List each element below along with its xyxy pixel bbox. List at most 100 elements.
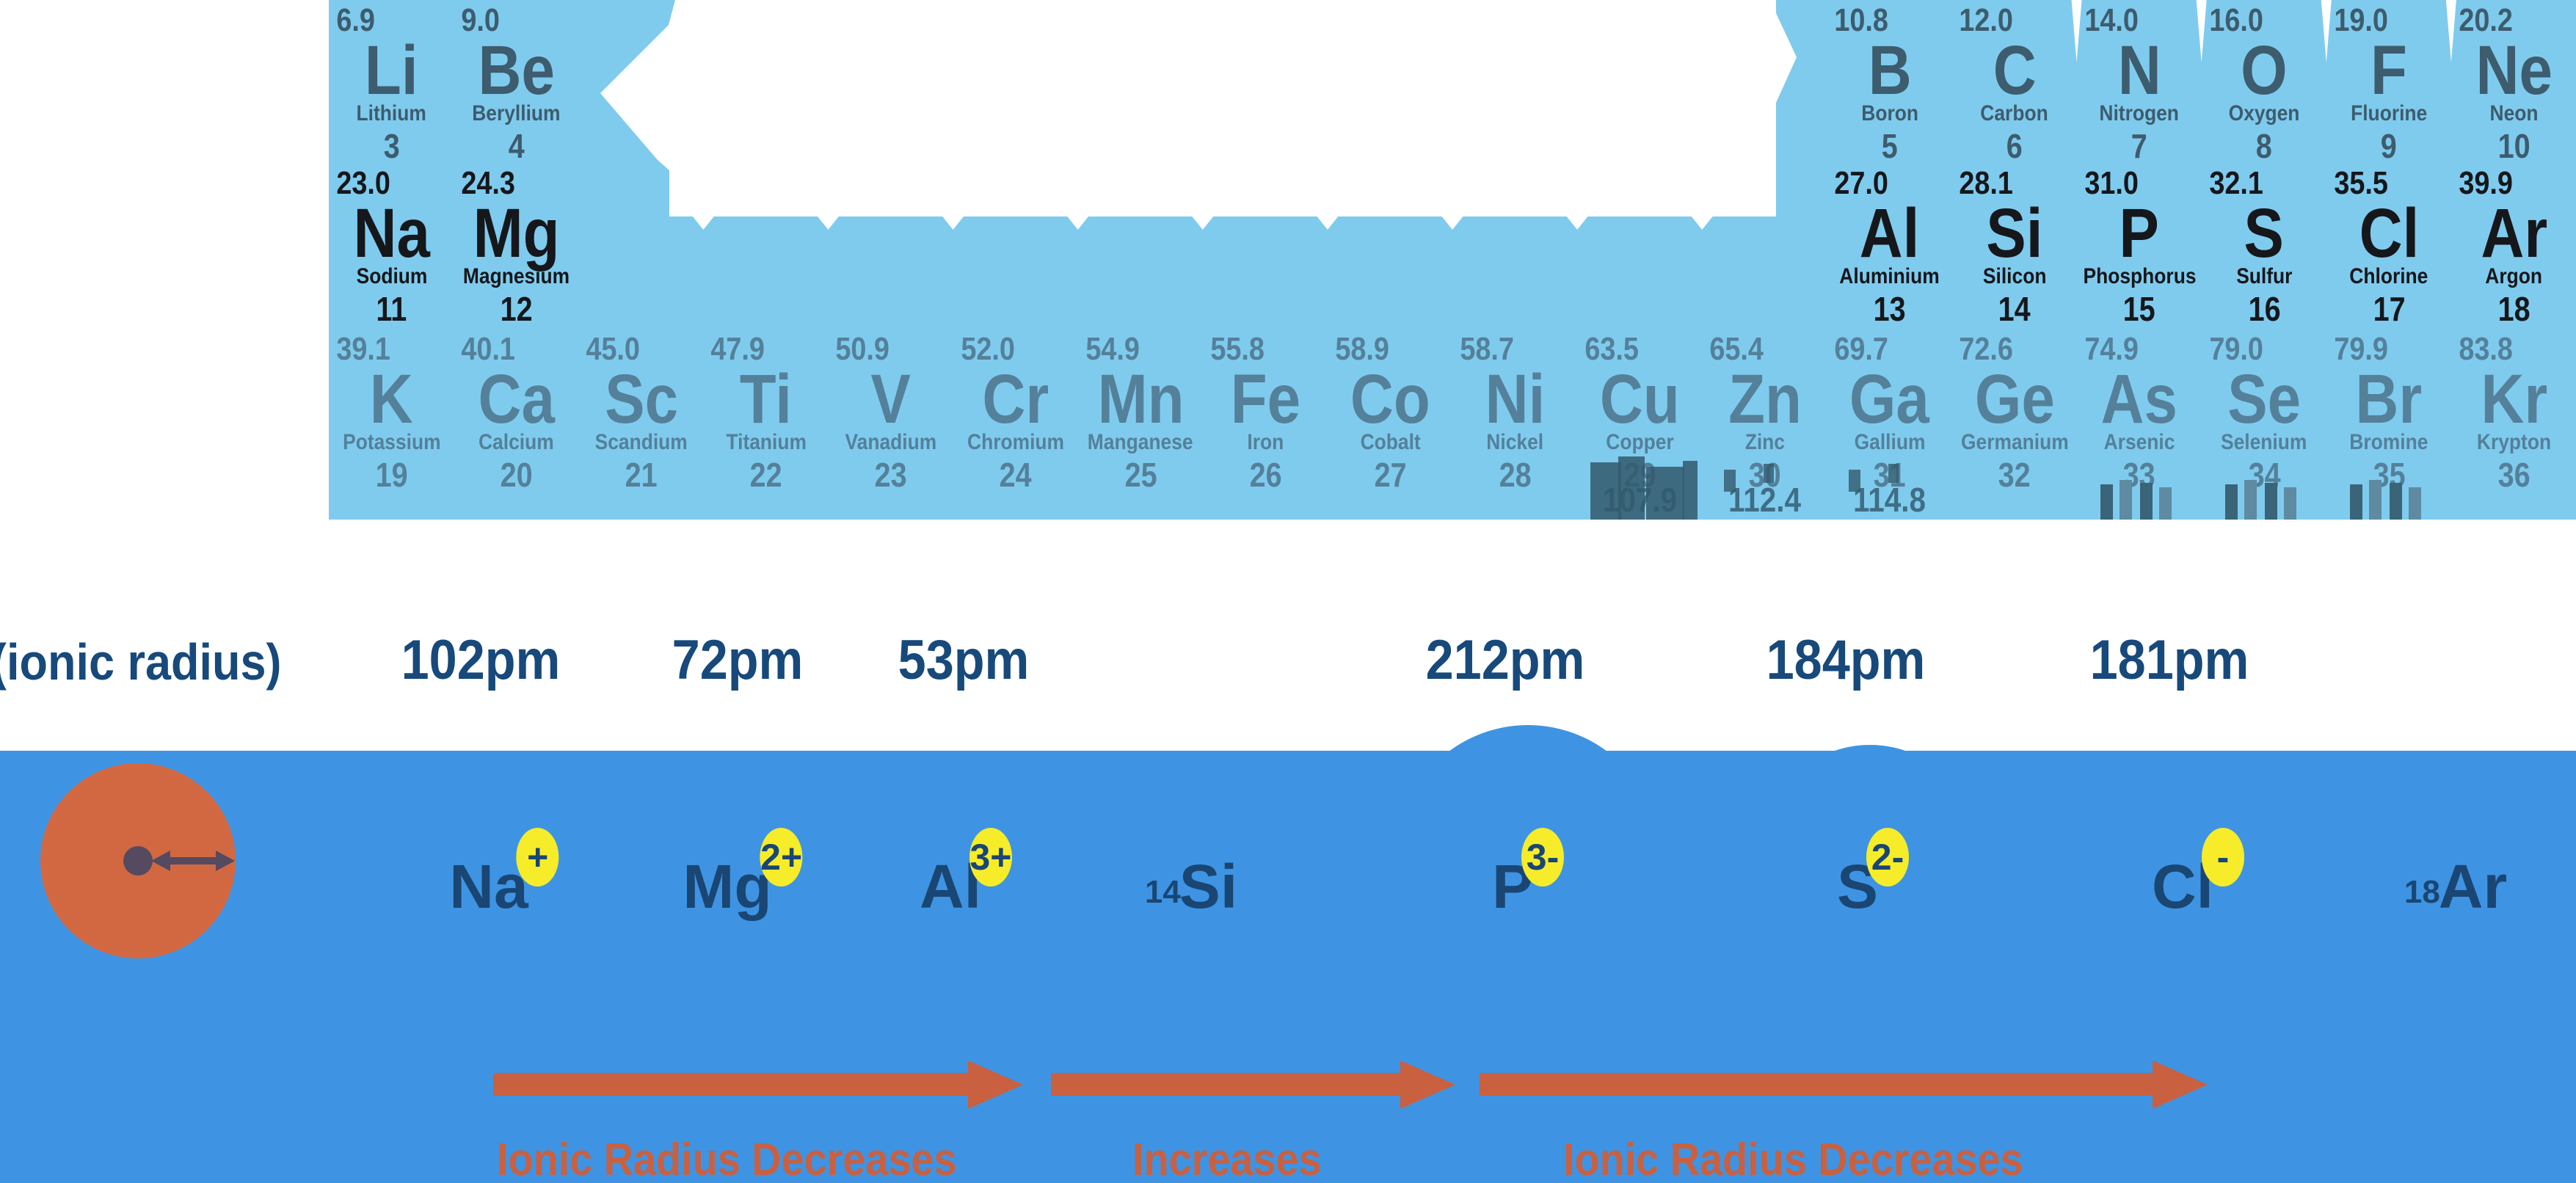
clipped-glyph-bar bbox=[2408, 487, 2421, 520]
element-name: Nickel bbox=[1486, 430, 1544, 454]
element-num: 17 bbox=[2373, 290, 2406, 328]
element-num: 24 bbox=[1000, 456, 1033, 494]
element-mass: 28.1 bbox=[1959, 165, 2014, 201]
column-separator-notch bbox=[2321, 0, 2332, 62]
element-mass: 55.8 bbox=[1210, 331, 1265, 367]
element-num: 8 bbox=[2256, 127, 2273, 165]
radius-arrowhead-left bbox=[151, 851, 170, 871]
column-separator-notch bbox=[2445, 0, 2456, 62]
element-sym: P bbox=[2119, 194, 2160, 272]
element-mass: 6.9 bbox=[336, 2, 375, 38]
element-sym: Li bbox=[365, 32, 418, 109]
element-num: 26 bbox=[1249, 456, 1282, 494]
element-name: Beryllium bbox=[472, 101, 561, 125]
radius-arrowhead-right bbox=[216, 851, 235, 871]
cutout-notch bbox=[816, 215, 840, 230]
trend-arrow-shaft bbox=[1480, 1073, 2153, 1096]
element-sym: C bbox=[1993, 32, 2037, 109]
column-separator-notch bbox=[2071, 0, 2082, 62]
cutout-notch bbox=[941, 215, 965, 230]
element-name: Manganese bbox=[1088, 430, 1194, 454]
clipped-glyph-bar bbox=[2244, 480, 2257, 520]
clipped-glyph bbox=[1618, 456, 1645, 520]
element-mass: 12.0 bbox=[1959, 2, 2014, 38]
element-mass: 79.0 bbox=[2208, 331, 2263, 367]
element-sym: Ni bbox=[1485, 360, 1546, 438]
element-num: 14 bbox=[1998, 290, 2031, 328]
element-mass: 16.0 bbox=[2208, 2, 2263, 38]
element-sym: V bbox=[870, 360, 912, 438]
element-name: Cobalt bbox=[1360, 430, 1421, 454]
element-mass: 74.9 bbox=[2084, 331, 2139, 367]
element-sym: Br bbox=[2355, 360, 2423, 438]
ion-Na: Na+ bbox=[449, 828, 559, 917]
element-sym: Ti bbox=[740, 360, 793, 438]
element-sym: Mg bbox=[473, 194, 560, 272]
charge-badge: 2- bbox=[1866, 828, 1910, 887]
element-name: Copper bbox=[1606, 430, 1674, 454]
element-sym: Al bbox=[1859, 194, 1920, 272]
clipped-glyph-bar bbox=[2119, 480, 2132, 520]
ion-symbol: Na bbox=[449, 852, 528, 921]
element-sym: Zn bbox=[1728, 360, 1802, 438]
radius-center-dot bbox=[123, 846, 153, 876]
element-name: Argon bbox=[2485, 264, 2543, 288]
trend-label: Increases bbox=[1132, 1135, 1322, 1183]
element-name: Sulfur bbox=[2236, 264, 2293, 288]
element-sym: Be bbox=[478, 32, 555, 109]
element-name: Selenium bbox=[2221, 430, 2307, 454]
element-num: 5 bbox=[1881, 127, 1898, 165]
trend-arrow-shaft bbox=[1051, 1073, 1400, 1096]
element-sym: Ca bbox=[478, 360, 555, 438]
element-name: Bromine bbox=[2349, 430, 2428, 454]
ion-symbol: Mg bbox=[683, 852, 772, 921]
element-mass: 40.1 bbox=[461, 331, 516, 367]
element-name: Oxygen bbox=[2228, 101, 2300, 125]
clipped-glyph bbox=[1590, 462, 1622, 520]
clipped-glyph-bar bbox=[2139, 483, 2153, 520]
clipped-glyph bbox=[1683, 461, 1698, 520]
partial-mass: 114.8 bbox=[1853, 481, 1926, 519]
element-name: Nitrogen bbox=[2099, 101, 2180, 125]
element-name: Iron bbox=[1247, 430, 1284, 454]
element-num: 32 bbox=[1998, 456, 2031, 494]
element-sym: B bbox=[1868, 32, 1912, 109]
element-num: 6 bbox=[2006, 127, 2023, 165]
ion-Cl: Cl- bbox=[2152, 828, 2244, 917]
element-name: Lithium bbox=[356, 101, 427, 125]
element-cell-Zn: 65.4ZnZinc30 bbox=[1702, 329, 1827, 492]
element-mass: 65.4 bbox=[1709, 331, 1764, 367]
element-sym: Cu bbox=[1600, 360, 1681, 438]
radius-value: 102pm bbox=[401, 629, 561, 691]
element-num: 9 bbox=[2381, 127, 2398, 165]
element-mass: 14.0 bbox=[2084, 2, 2139, 38]
cutout-notch bbox=[1690, 215, 1714, 230]
cutout-notch bbox=[1565, 215, 1590, 230]
element-mass: 31.0 bbox=[2084, 165, 2139, 201]
element-num: 11 bbox=[376, 290, 407, 328]
clipped-glyph-bar bbox=[2224, 484, 2238, 520]
element-name: Gallium bbox=[1854, 430, 1926, 454]
ion-symbol: Si bbox=[1179, 852, 1238, 921]
element-mass: 19.0 bbox=[2334, 2, 2388, 38]
cutout-notch bbox=[1441, 215, 1464, 230]
clipped-glyph bbox=[1888, 464, 1899, 483]
d-block-cutout bbox=[600, 0, 2456, 230]
element-mass: 58.9 bbox=[1335, 331, 1389, 367]
clipped-glyph bbox=[1849, 470, 1861, 492]
element-name: Vanadium bbox=[845, 430, 937, 454]
element-name: Chlorine bbox=[2349, 264, 2428, 288]
charge-badge: - bbox=[2202, 828, 2244, 887]
element-num: 7 bbox=[2131, 127, 2148, 165]
